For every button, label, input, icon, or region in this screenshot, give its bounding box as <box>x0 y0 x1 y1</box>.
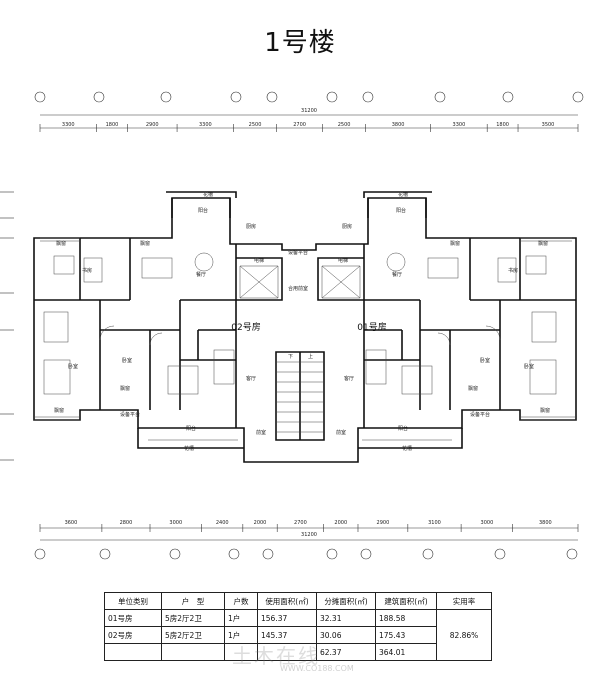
svg-text:上: 上 <box>308 353 313 360</box>
svg-text:书房: 书房 <box>508 267 518 274</box>
svg-text:阳台: 阳台 <box>198 207 208 214</box>
top-dimension-6: 2500 <box>338 122 351 128</box>
bottom-total-dimension: 31200 <box>301 532 317 538</box>
svg-text:下: 下 <box>288 354 293 360</box>
bottom-dimension-9: 3000 <box>481 520 494 526</box>
svg-text:飘窗: 飘窗 <box>450 240 460 247</box>
svg-text:飘窗: 飘窗 <box>140 240 150 247</box>
room-labels: 阳台 花槽 厨房 餐厅 阳台 花槽 厨房 餐厅 飘窗 飘窗 书房 卧室 卧室 飘… <box>54 191 550 452</box>
svg-text:厨房: 厨房 <box>246 223 256 230</box>
svg-text:电梯: 电梯 <box>254 257 264 264</box>
svg-text:设备平台: 设备平台 <box>288 249 308 256</box>
unit-label-right: 01号房 <box>357 321 386 333</box>
svg-text:飘窗: 飘窗 <box>120 385 130 392</box>
bottom-dimension-2: 3000 <box>169 520 182 526</box>
table-row: 02号房 5房2厅2卫 1户 145.37 30.06 175.43 <box>104 626 492 644</box>
svg-text:前室: 前室 <box>256 429 266 436</box>
svg-text:阳台: 阳台 <box>396 207 406 214</box>
bottom-dimension-7: 2900 <box>377 520 390 526</box>
svg-text:飘窗: 飘窗 <box>56 240 66 247</box>
top-dimension-9: 1800 <box>496 122 509 128</box>
svg-text:飘窗: 飘窗 <box>54 407 64 414</box>
svg-text:飘窗: 飘窗 <box>538 240 548 247</box>
svg-text:电梯: 电梯 <box>338 257 348 264</box>
bottom-dimension-4: 2000 <box>254 520 267 526</box>
table-row: 62.37 364.01 <box>104 643 492 661</box>
utilization-rate: 82.86% <box>436 609 492 661</box>
unit-label-left: 02号房 <box>231 321 260 333</box>
area-table: 单位类别 户 型 户数 使用面积(㎡) 分摊面积(㎡) 建筑面积(㎡) 实用率 … <box>104 592 492 661</box>
svg-text:花槽: 花槽 <box>398 191 408 198</box>
svg-text:前室: 前室 <box>336 429 346 436</box>
svg-text:花槽: 花槽 <box>402 445 412 452</box>
axis-markers-top <box>34 91 584 103</box>
bottom-dimension-3: 2400 <box>216 520 229 526</box>
svg-text:花槽: 花槽 <box>184 445 194 452</box>
axis-markers-bottom <box>34 548 578 560</box>
svg-text:卧室: 卧室 <box>68 363 78 370</box>
top-dimension-2: 2900 <box>146 122 159 128</box>
svg-text:客厅: 客厅 <box>344 375 354 382</box>
bottom-dimension-6: 2000 <box>334 520 347 526</box>
top-dimension-1: 1800 <box>106 122 119 128</box>
top-dimension-5: 2700 <box>293 122 306 128</box>
bottom-dimension-10: 3800 <box>539 520 552 526</box>
top-total-dimension: 31200 <box>301 108 317 114</box>
svg-text:卧室: 卧室 <box>480 357 490 364</box>
top-dimension-8: 3300 <box>453 122 466 128</box>
top-dimension-10: 3500 <box>542 122 555 128</box>
svg-text:飘窗: 飘窗 <box>540 407 550 414</box>
svg-text:阳台: 阳台 <box>186 425 196 432</box>
svg-text:客厅: 客厅 <box>246 375 256 382</box>
svg-text:飘窗: 飘窗 <box>468 385 478 392</box>
svg-text:卧室: 卧室 <box>122 357 132 364</box>
floor-plan: 3300 1800 2900 3300 2500 2700 2500 3800 3300 1800… <box>0 91 584 560</box>
building-walls <box>33 191 577 463</box>
svg-text:餐厅: 餐厅 <box>392 271 402 278</box>
bottom-dimension-0: 3600 <box>65 520 78 526</box>
bottom-dimension-5: 2700 <box>294 520 307 526</box>
svg-text:花槽: 花槽 <box>203 191 213 198</box>
table-header-row: 单位类别 户 型 户数 使用面积(㎡) 分摊面积(㎡) 建筑面积(㎡) 实用率 <box>104 592 492 610</box>
svg-text:卧室: 卧室 <box>524 363 534 370</box>
table-row: 01号房 5房2厅2卫 1户 156.37 32.31 188.58 82.86… <box>104 609 492 661</box>
top-dimension-3: 3300 <box>199 122 212 128</box>
bottom-dimension-8: 3100 <box>428 520 441 526</box>
bottom-dimension-1: 2800 <box>120 520 133 526</box>
svg-text:厨房: 厨房 <box>342 223 352 230</box>
watermark-url: WWW.CO188.COM <box>280 664 354 673</box>
top-dimension-7: 3800 <box>392 122 405 128</box>
svg-text:阳台: 阳台 <box>398 425 408 432</box>
top-dimension-0: 3300 <box>62 122 75 128</box>
svg-text:合用前室: 合用前室 <box>288 285 308 292</box>
watermark: 土木在线 <box>232 644 320 668</box>
page-title: 1号楼 <box>264 28 336 58</box>
svg-text:设备平台: 设备平台 <box>120 411 140 418</box>
top-dimension-4: 2500 <box>249 122 262 128</box>
svg-text:书房: 书房 <box>82 267 92 274</box>
svg-text:设备平台: 设备平台 <box>470 411 490 418</box>
svg-text:餐厅: 餐厅 <box>196 271 206 278</box>
